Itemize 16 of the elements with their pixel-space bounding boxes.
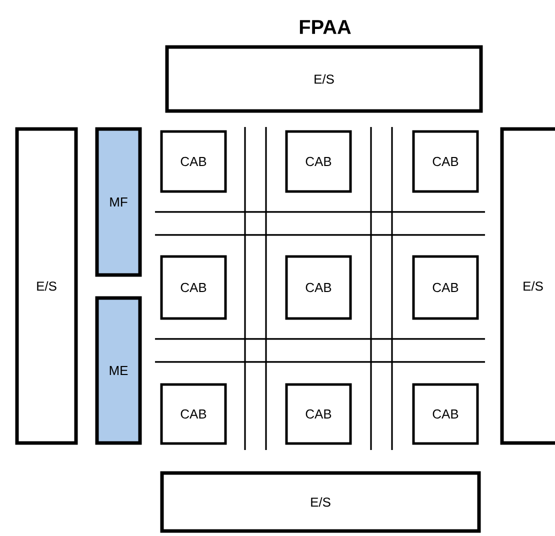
io-box: E/S <box>500 127 555 445</box>
io-box: E/S <box>15 127 78 445</box>
cab-block: CAB <box>160 255 227 320</box>
cab-block: CAB <box>160 130 227 193</box>
cab-block: CAB <box>412 383 479 445</box>
memory-block: MF <box>95 127 142 277</box>
io-box: E/S <box>160 471 481 533</box>
cab-block: CAB <box>160 383 227 445</box>
cab-block: CAB <box>285 130 352 193</box>
cab-block: CAB <box>285 383 352 445</box>
title: FPAA <box>300 20 351 34</box>
cab-block: CAB <box>412 130 479 193</box>
io-box: E/S <box>165 45 483 113</box>
cab-block: CAB <box>412 255 479 320</box>
memory-block: ME <box>95 296 142 445</box>
cab-block: CAB <box>285 255 352 320</box>
